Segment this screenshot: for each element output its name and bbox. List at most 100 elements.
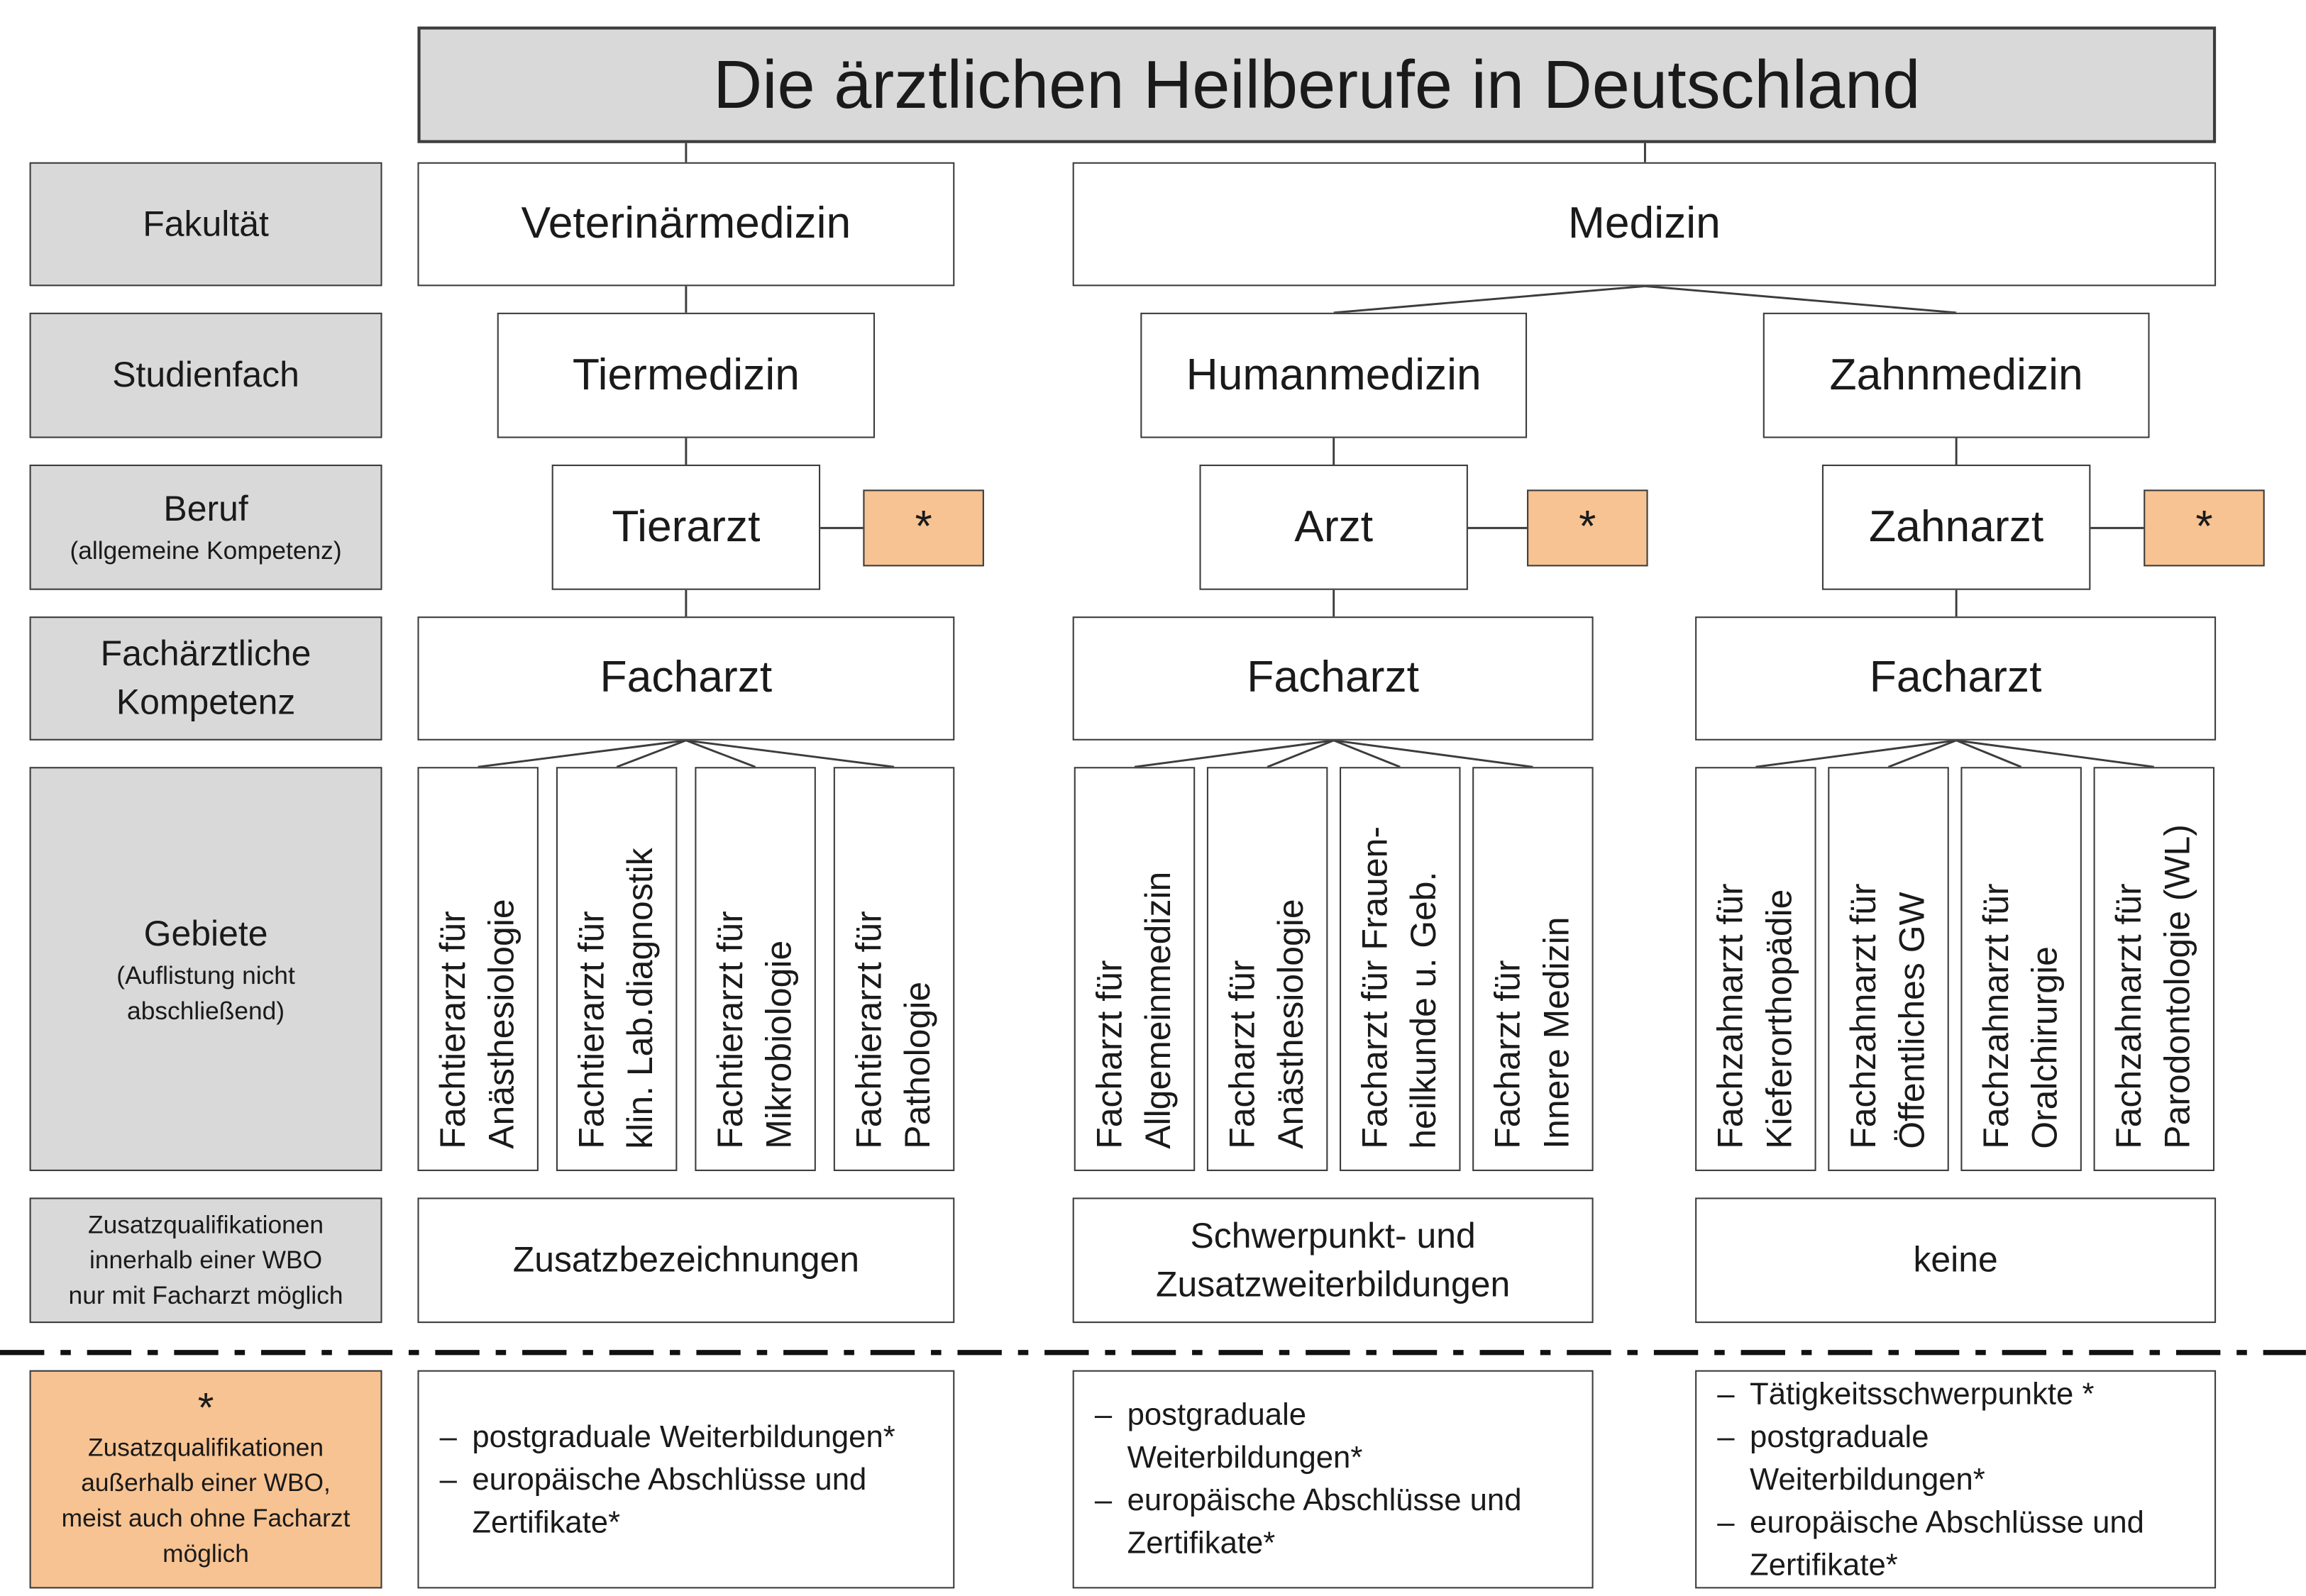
list-item: – postgraduale Weiterbildungen* bbox=[1095, 1394, 1363, 1480]
gebiet-box: Fachzahnarzt für Öffentliches GW bbox=[1828, 767, 1949, 1171]
gebiet-text: Fachzahnarzt für Öffentliches GW bbox=[1829, 770, 1946, 1169]
footnote-marker: * bbox=[197, 1385, 214, 1431]
list-line: postgraduale bbox=[1750, 1419, 1929, 1454]
gebiet-box: Facharzt für Allgemeinmedizin bbox=[1074, 767, 1196, 1171]
list-line: Weiterbildungen* bbox=[1750, 1462, 1985, 1497]
zusatz-line: Zusatzweiterbildungen bbox=[1155, 1264, 1511, 1305]
list-line: Weiterbildungen* bbox=[1127, 1441, 1363, 1475]
connector-medizin-humanmedizin bbox=[1333, 284, 1645, 314]
beruf-name: Tierarzt bbox=[612, 502, 761, 551]
gebiet-line: Fachzahnarzt für bbox=[1710, 883, 1751, 1149]
connector-facharzt-gebiet bbox=[1887, 739, 1957, 768]
beruf-zahnarzt: Zahnarzt bbox=[1821, 464, 2091, 590]
footnote-marker-box: * bbox=[2144, 489, 2265, 567]
studienfach-name: Zahnmedizin bbox=[1829, 350, 2083, 399]
list-line: europäische Abschlüsse und bbox=[472, 1462, 867, 1497]
gebiet-line: Fachtierarzt für bbox=[849, 911, 889, 1149]
gebiet-text: Fachtierarzt für klin. Lab.diagnostik bbox=[558, 770, 674, 1169]
list-marker: – bbox=[1717, 1377, 1735, 1411]
list-line: europäische Abschlüsse und bbox=[1750, 1504, 2144, 1539]
footnote-marker: * bbox=[2195, 503, 2213, 552]
gebiet-text: Fachzahnarzt für Oralchirurgie bbox=[1962, 770, 2078, 1169]
gebiet-line: Fachzahnarzt für bbox=[1976, 883, 2017, 1149]
footnote-marker: * bbox=[1579, 503, 1596, 552]
facharzt-label: Facharzt bbox=[1247, 653, 1419, 702]
gebiet-line: Parodontologie (WL) bbox=[2157, 824, 2198, 1149]
gebiet-text: Facharzt für Innere Medizin bbox=[1474, 770, 1590, 1169]
faculty-name: Medizin bbox=[1567, 199, 1721, 248]
row-label-title: Kompetenz bbox=[116, 682, 296, 723]
gebiet-box: Facharzt für Anästhesiologie bbox=[1206, 767, 1328, 1171]
connector-facharzt-gebiet bbox=[1755, 739, 1957, 768]
row-label-studienfach: Studienfach bbox=[29, 312, 382, 438]
gebiet-box: Fachtierarzt für Anästhesiologie bbox=[417, 767, 539, 1171]
zusatz-line: Schwerpunkt- und bbox=[1190, 1216, 1476, 1256]
list-item-text: postgraduale Weiterbildungen* bbox=[472, 1415, 895, 1458]
list-item-text: europäische Abschlüsse und Zertifikate* bbox=[1750, 1501, 2144, 1587]
list-marker: – bbox=[1094, 1483, 1113, 1518]
beruf-tierarzt: Tierarzt bbox=[551, 464, 821, 590]
list-line: europäische Abschlüsse und bbox=[1127, 1483, 1522, 1518]
gebiet-line: Fachtierarzt für bbox=[571, 911, 612, 1149]
connector-facharzt-gebiet bbox=[616, 739, 687, 768]
gebiet-box: Fachzahnarzt für Kieferorthopädie bbox=[1695, 767, 1816, 1171]
gebiet-box: Fachtierarzt für Pathologie bbox=[833, 767, 955, 1171]
extra-qualifications-human: – postgraduale Weiterbildungen* – europä… bbox=[1072, 1370, 1594, 1589]
row-label-gebiete: Gebiete (Auflistung nicht abschließend) bbox=[29, 767, 382, 1171]
gebiet-line: Oralchirurgie bbox=[2024, 946, 2065, 1149]
footnote-marker-box: * bbox=[863, 489, 984, 567]
gebiet-line: Mikrobiologie bbox=[758, 940, 799, 1149]
extra-qualifications-veterinaer: – postgraduale Weiterbildungen* – europä… bbox=[417, 1370, 955, 1589]
zusatz-veterinaer: Zusatzbezeichnungen bbox=[417, 1197, 955, 1324]
gebiet-line: Fachzahnarzt für bbox=[2109, 883, 2149, 1149]
faculty-name: Veterinärmedizin bbox=[521, 199, 851, 248]
gebiet-line: Innere Medizin bbox=[1536, 916, 1577, 1149]
footnote-note: meist auch ohne Facharzt bbox=[61, 1504, 351, 1533]
beruf-name: Zahnarzt bbox=[1869, 502, 2044, 551]
gebiet-line: Anästhesiologie bbox=[481, 899, 522, 1149]
row-label-title: Beruf bbox=[163, 489, 248, 530]
row-label-fakultaet: Fakultät bbox=[29, 162, 382, 287]
page-title: Die ärztlichen Heilberufe in Deutschland bbox=[713, 45, 1921, 123]
list-line: postgraduale bbox=[1127, 1398, 1307, 1433]
list-item: – Tätigkeitsschwerpunkte * bbox=[1717, 1373, 2094, 1415]
beruf-arzt: Arzt bbox=[1199, 464, 1468, 590]
studienfach-name: Tiermedizin bbox=[572, 350, 800, 399]
studienfach-humanmedizin: Humanmedizin bbox=[1140, 312, 1528, 438]
list-line: postgraduale Weiterbildungen* bbox=[472, 1419, 895, 1454]
list-item-text: europäische Abschlüsse und Zertifikate* bbox=[472, 1458, 866, 1544]
facharzt-label: Facharzt bbox=[1869, 653, 2042, 702]
zusatz-line: Zusatzbezeichnungen bbox=[512, 1240, 860, 1280]
studienfach-zahnmedizin: Zahnmedizin bbox=[1762, 312, 2150, 438]
connector-facharzt-gebiet bbox=[478, 739, 687, 768]
list-item-text: Tätigkeitsschwerpunkte * bbox=[1750, 1373, 2094, 1415]
gebiet-text: Facharzt für Frauen- heilkunde u. Geb. bbox=[1341, 770, 1457, 1169]
gebiet-line: klin. Lab.diagnostik bbox=[620, 848, 661, 1149]
row-label-note: nur mit Facharzt möglich bbox=[68, 1280, 343, 1309]
list-marker: – bbox=[1094, 1398, 1113, 1433]
faculty-veterinaermedizin: Veterinärmedizin bbox=[417, 162, 955, 287]
row-label-note: innerhalb einer WBO bbox=[89, 1245, 323, 1274]
page-title-box: Die ärztlichen Heilberufe in Deutschland bbox=[417, 26, 2217, 143]
gebiet-line: Pathologie bbox=[898, 981, 938, 1149]
list-item: – europäische Abschlüsse und Zertifikate… bbox=[440, 1458, 867, 1544]
row-label-title: Studienfach bbox=[112, 355, 299, 396]
facharzt-veterinaer: Facharzt bbox=[417, 616, 955, 741]
gebiet-line: Allgemeinmedizin bbox=[1138, 871, 1179, 1149]
list-line: Zertifikate* bbox=[1127, 1526, 1276, 1561]
list-marker: – bbox=[439, 1462, 457, 1497]
gebiet-text: Fachtierarzt für Anästhesiologie bbox=[419, 770, 536, 1169]
footnote-marker-box: * bbox=[1527, 489, 1648, 567]
gebiet-text: Fachtierarzt für Pathologie bbox=[835, 770, 951, 1169]
studienfach-tiermedizin: Tiermedizin bbox=[497, 312, 876, 438]
list-line: Tätigkeitsschwerpunkte * bbox=[1750, 1377, 2095, 1411]
list-line: Zertifikate* bbox=[1750, 1548, 1898, 1583]
gebiet-box: Facharzt für Frauen- heilkunde u. Geb. bbox=[1340, 767, 1461, 1171]
gebiet-line: Öffentliches GW bbox=[1892, 892, 1932, 1149]
gebiet-text: Fachzahnarzt für Kieferorthopädie bbox=[1697, 770, 1813, 1169]
connector-facharzt-gebiet bbox=[1955, 739, 2022, 768]
connector-facharzt-gebiet bbox=[1333, 739, 1401, 768]
extra-qualifications-zahn: – Tätigkeitsschwerpunkte * – postgradual… bbox=[1695, 1370, 2217, 1589]
gebiet-box: Fachtierarzt für klin. Lab.diagnostik bbox=[556, 767, 678, 1171]
